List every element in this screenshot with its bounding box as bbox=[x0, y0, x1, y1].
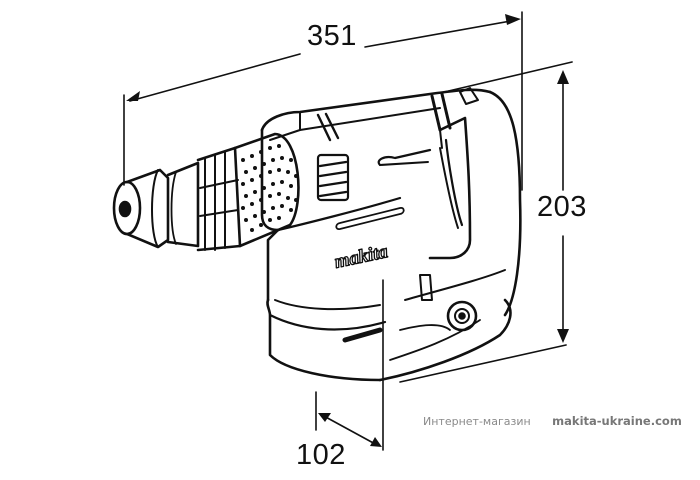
handle-back bbox=[488, 90, 522, 317]
brand-logo: makita bbox=[333, 241, 391, 273]
height-extension-top bbox=[439, 61, 573, 94]
bit-hole bbox=[118, 200, 132, 218]
length-dimension-label: 351 bbox=[307, 20, 357, 52]
height-extension-bottom bbox=[399, 344, 567, 383]
trigger bbox=[444, 138, 464, 227]
grip-dots bbox=[241, 144, 298, 232]
watermark-shop-label: Интернет-магазин bbox=[423, 415, 531, 428]
watermark: Интернет-магазин makita-ukraine.com bbox=[423, 414, 682, 428]
tool-body bbox=[112, 87, 522, 382]
vent-grille bbox=[316, 153, 350, 202]
watermark-site-link[interactable]: makita-ukraine.com bbox=[552, 414, 682, 428]
grip-sleeve bbox=[233, 132, 300, 248]
dimension-lines bbox=[123, 11, 573, 451]
height-dimension-label: 203 bbox=[537, 191, 587, 223]
width-dimension-label: 102 bbox=[296, 439, 346, 471]
logo-slot bbox=[335, 207, 405, 230]
